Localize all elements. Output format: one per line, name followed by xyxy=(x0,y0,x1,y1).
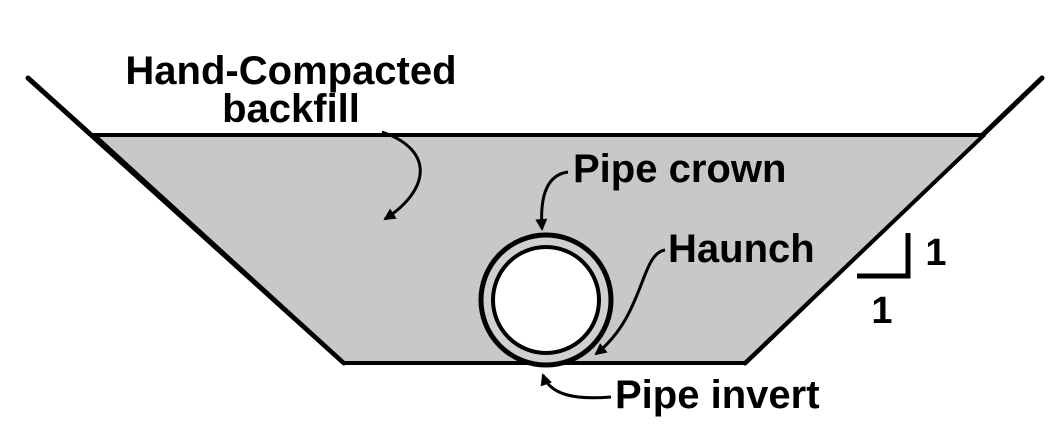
slope-indicator xyxy=(857,233,911,279)
pipe-inner-bore xyxy=(491,245,601,355)
slope-rise-label: 1 xyxy=(925,232,946,274)
haunch-leader-arrow xyxy=(594,248,666,356)
pipe-invert-leader-arrow xyxy=(540,373,612,400)
backfill-leader-arrow xyxy=(381,130,422,221)
backfill-label-line1: Hand-Compacted xyxy=(125,49,456,93)
pipe-crown-leader-arrow xyxy=(535,170,569,231)
pipe-crown-label: Pipe crown xyxy=(573,147,786,191)
haunch-label: Haunch xyxy=(668,227,815,271)
pipe-invert-label: Pipe invert xyxy=(615,373,820,417)
backfill-label-line2: backfill xyxy=(222,87,360,131)
slope-run-label: 1 xyxy=(871,290,892,332)
pipe xyxy=(478,232,614,368)
